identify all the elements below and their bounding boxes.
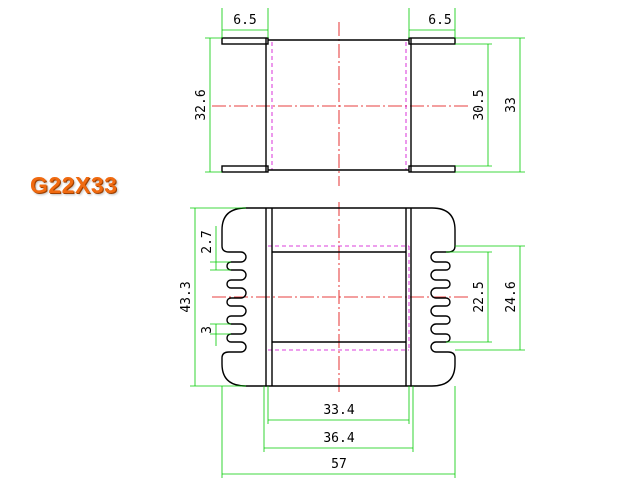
dim-inner-width: 33.4	[323, 403, 354, 418]
dim-slot-pitch: 2.7	[200, 230, 215, 253]
top-view-outline	[221, 37, 456, 173]
top-view-centerlines	[212, 22, 470, 186]
dim-inner-height: 22.5	[472, 281, 487, 312]
front-view-hidden-lines	[265, 245, 410, 351]
dim-total-width: 57	[331, 457, 347, 472]
dim-window-width: 36.4	[323, 431, 354, 446]
dim-height-front: 43.3	[179, 281, 194, 312]
dim-slot-width: 3	[200, 326, 215, 334]
dim-height-inner: 30.5	[472, 89, 487, 120]
dim-flange-right: 6.5	[428, 13, 451, 28]
front-view-centerlines	[212, 202, 470, 392]
model-label: G22X33	[30, 172, 118, 198]
front-view-outline	[221, 207, 456, 387]
front-view: 43.3 2.7 3 22.5 24.6 33.4 36.4 57	[179, 202, 525, 478]
front-view-dimensions	[190, 207, 525, 478]
dim-window-height: 24.6	[504, 281, 519, 312]
dim-flange-left: 6.5	[233, 13, 256, 28]
dim-height-outer: 32.6	[194, 89, 209, 120]
dim-height-total: 33	[504, 97, 519, 113]
top-view-hidden-lines	[271, 42, 407, 170]
top-view: 6.5 6.5 32.6 30.5 33	[194, 8, 525, 186]
top-view-dimensions	[205, 8, 525, 173]
